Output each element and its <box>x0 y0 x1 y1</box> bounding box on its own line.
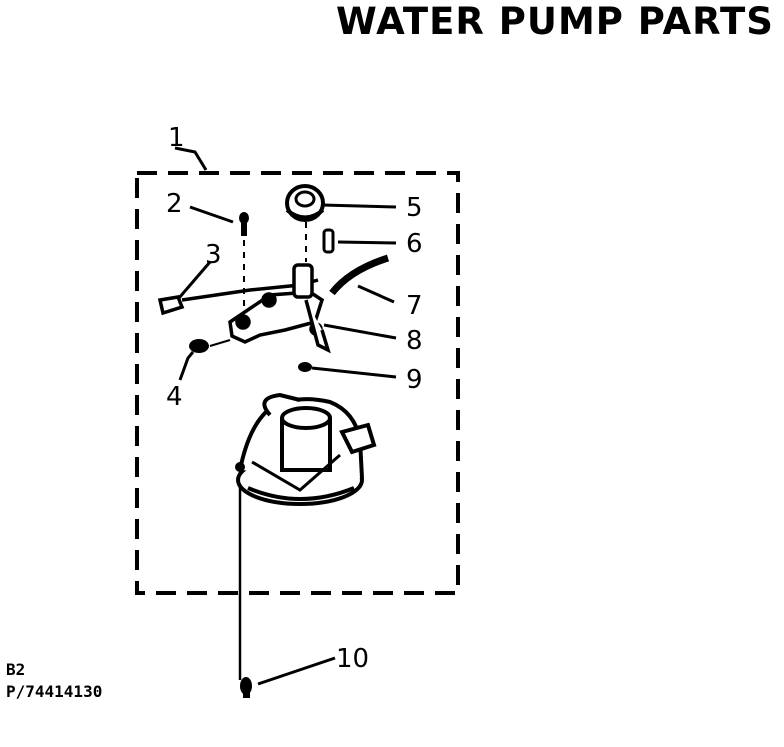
callout-10: 10 <box>336 644 369 674</box>
pump-housing <box>236 392 377 506</box>
callout-9: 9 <box>406 365 423 395</box>
bracket-part <box>157 263 331 354</box>
callout-4: 4 <box>166 382 183 412</box>
callout-8: 8 <box>406 326 423 356</box>
pulley-part <box>285 184 325 222</box>
callout-2: 2 <box>166 189 183 219</box>
screw-part <box>239 212 249 236</box>
diagram-title: WATER PUMP PARTS <box>336 0 774 43</box>
strap-part <box>329 254 390 296</box>
long-screw-part <box>240 677 252 698</box>
part-number: P/74414130 <box>6 682 103 701</box>
figure-code: B2 <box>6 660 26 679</box>
assembly-boundary <box>135 171 460 595</box>
callout-7: 7 <box>406 291 423 321</box>
callout-5: 5 <box>406 193 423 223</box>
washer-part <box>189 339 231 353</box>
pin-part <box>322 228 335 254</box>
callout-6: 6 <box>406 229 423 259</box>
housing-screw-hole <box>235 462 245 472</box>
callout-3: 3 <box>205 240 222 270</box>
leader-lines <box>174 146 397 686</box>
callout-1: 1 <box>168 123 185 153</box>
clip-part <box>298 362 312 372</box>
